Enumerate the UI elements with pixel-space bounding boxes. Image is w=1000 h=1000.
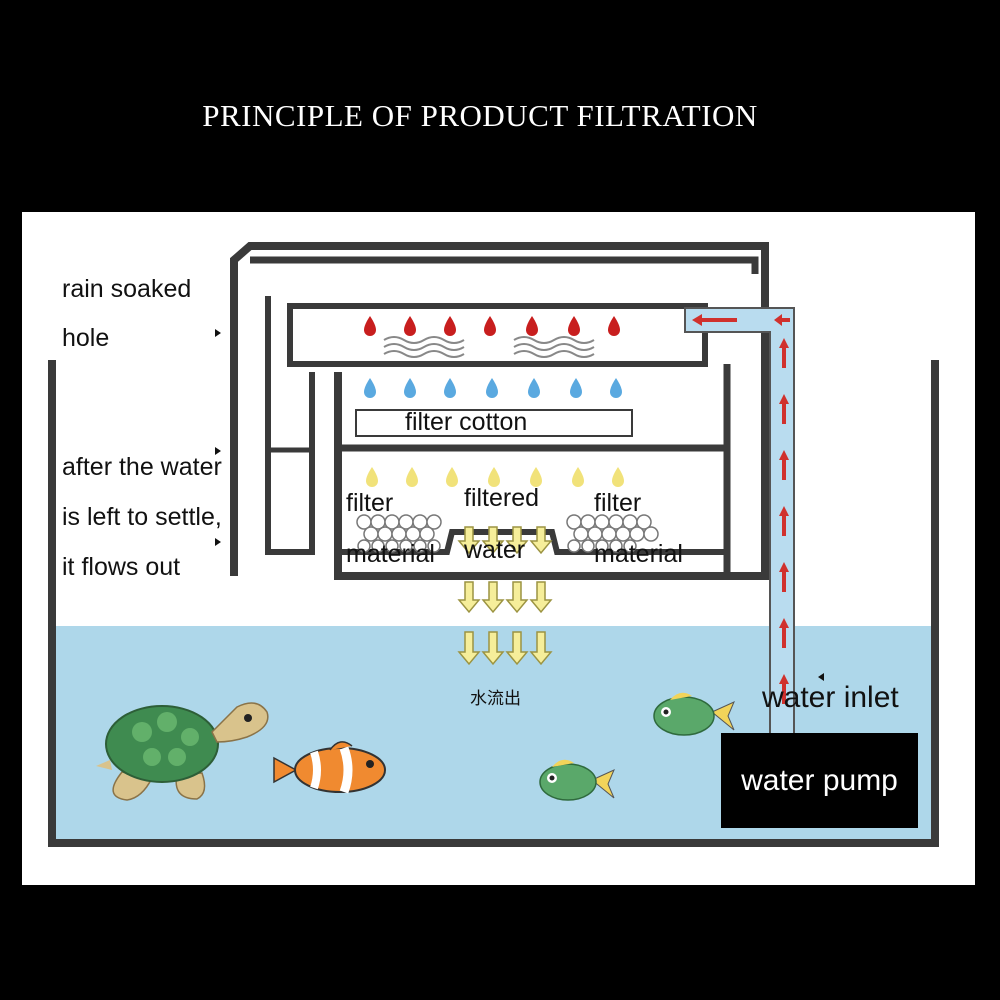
water-pump: water pump xyxy=(721,733,918,828)
hole-label: hole xyxy=(62,324,110,352)
pipe-flow-arrows xyxy=(692,314,790,704)
green-fish-illustration-1 xyxy=(539,759,615,801)
filter-material-balls-left xyxy=(356,514,442,553)
yellow-water-drops xyxy=(366,467,624,487)
green-fish-illustration-2 xyxy=(653,692,735,736)
water-inlet-label: water inlet xyxy=(762,681,899,714)
clownfish-illustration xyxy=(273,741,386,794)
after-water-label-line2: is left to settle, xyxy=(62,503,222,531)
water-pump-label: water pump xyxy=(741,763,898,797)
filtered-water-label-line1: filtered xyxy=(464,484,540,512)
diagram-panel: rain soaked hole after the water is left… xyxy=(22,212,975,885)
filter-material-left-label-line1: filter xyxy=(346,489,394,517)
tray-wave-lines xyxy=(383,336,595,358)
fish-tank-outline xyxy=(48,360,939,847)
filtration-diagram xyxy=(48,242,939,847)
rain-soaked-label: rain soaked xyxy=(62,275,192,303)
water-outflow-label: 水流出 xyxy=(470,689,521,708)
diagram-title: PRINCIPLE OF PRODUCT FILTRATION xyxy=(202,98,758,133)
filter-cotton-pad xyxy=(355,409,633,437)
filter-material-right-label-line1: filter xyxy=(594,489,642,517)
after-water-label-line3: it flows out xyxy=(62,553,181,581)
overflow-channel xyxy=(265,296,315,555)
outflow-arrows xyxy=(457,526,553,666)
after-water-label-line1: after the water xyxy=(62,453,222,481)
filter-material-right-label-line2: material xyxy=(594,540,683,568)
filter-material-left-label-line2: material xyxy=(346,540,435,568)
filter-box-lid xyxy=(250,256,759,274)
red-water-drops xyxy=(364,316,620,336)
turtle-illustration xyxy=(96,702,269,801)
filter-material-balls-right xyxy=(566,514,659,553)
blue-water-drops xyxy=(364,378,622,398)
filter-cotton-label: filter cotton xyxy=(405,408,528,436)
distribution-tray xyxy=(287,303,708,367)
pointer-markers xyxy=(215,329,824,681)
filtered-water-label-line2: water xyxy=(464,536,526,564)
